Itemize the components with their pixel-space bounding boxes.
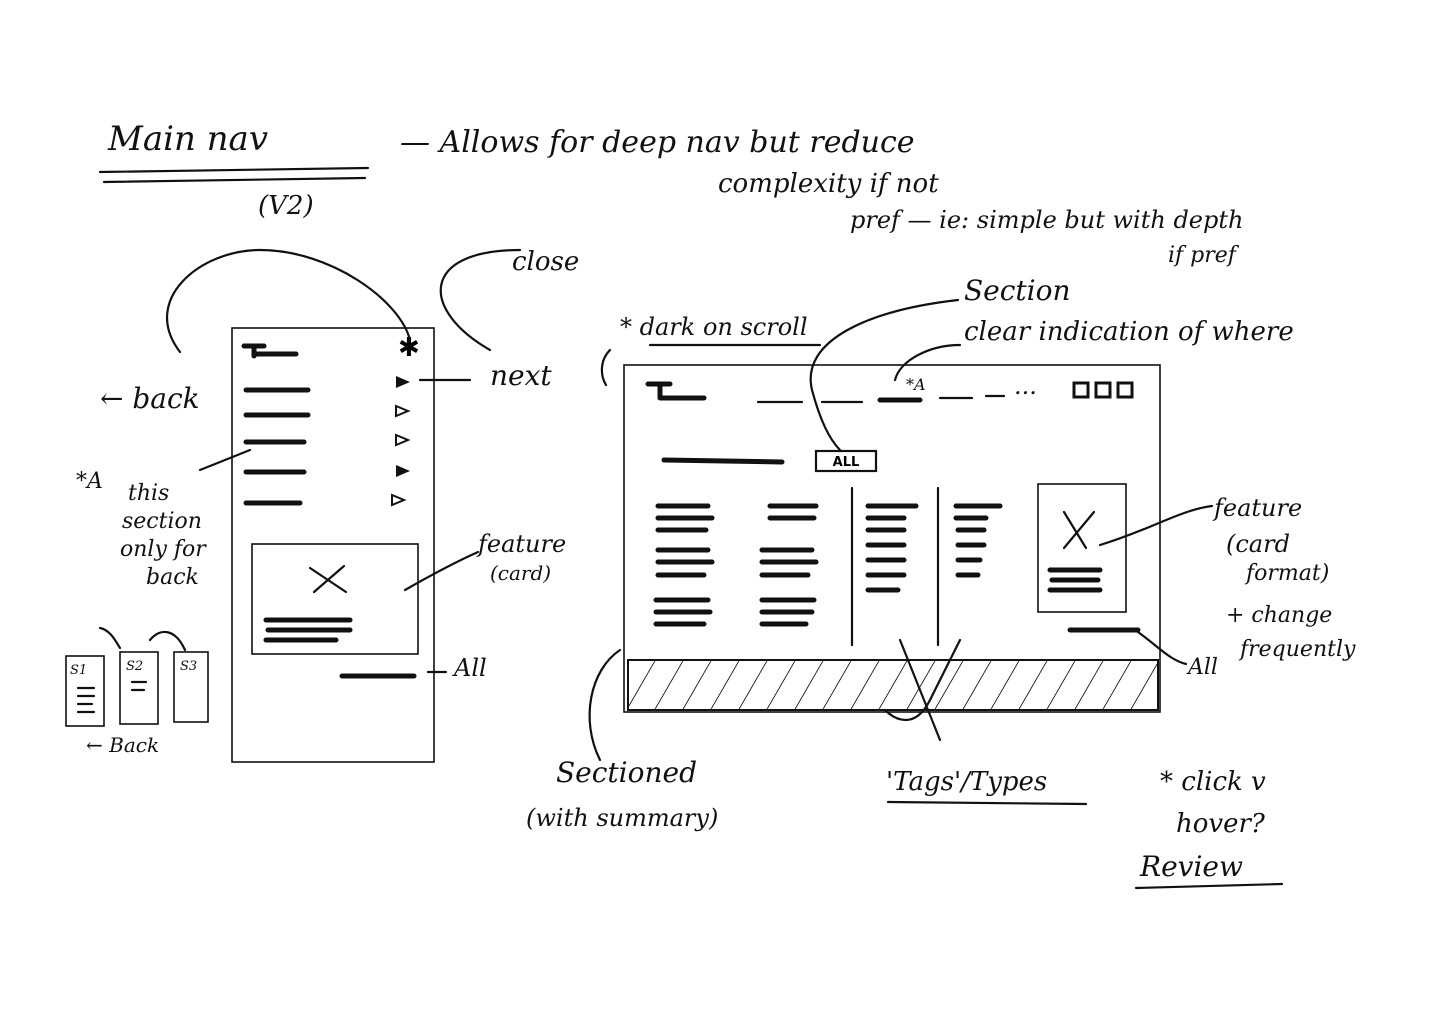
review-note-2: hover? bbox=[1176, 809, 1266, 839]
desktop-feature-label-5: frequently bbox=[1238, 637, 1356, 662]
all-button-label: ALL bbox=[833, 455, 860, 470]
title-underline-2 bbox=[102, 176, 367, 184]
sub-back-label: ← Back bbox=[86, 733, 159, 757]
note-line-1: this bbox=[128, 481, 169, 506]
dark-on-scroll-note: * dark on scroll bbox=[620, 313, 808, 341]
next-label: next bbox=[490, 359, 552, 392]
sectioned-label-1: Sectioned bbox=[556, 756, 697, 789]
tags-label: 'Tags'/Types bbox=[886, 767, 1047, 797]
close-pointer bbox=[439, 248, 522, 352]
feature-pointer bbox=[403, 550, 480, 592]
sub-screen-s1: S1 bbox=[70, 663, 87, 678]
desktop-feature-label-3: format) bbox=[1244, 561, 1329, 586]
feature-card bbox=[251, 543, 419, 655]
bracket-mark bbox=[600, 348, 612, 387]
desktop-all-label: All bbox=[1186, 655, 1218, 680]
desktop-feature-pointer bbox=[1098, 504, 1214, 547]
sectioned-pointer bbox=[588, 648, 622, 762]
top-nav-items bbox=[756, 394, 1006, 404]
sub-screens: S1 S2 S3 ← Back bbox=[65, 626, 209, 757]
sketch-title: Main nav bbox=[107, 119, 268, 159]
desktop-marker: *A bbox=[906, 375, 926, 394]
desktop-feature-label-2: (card bbox=[1226, 530, 1290, 558]
nav-more-dots: ... bbox=[1014, 372, 1037, 400]
sub-screen-s3: S3 bbox=[180, 659, 197, 674]
section-heading-mark bbox=[661, 457, 785, 465]
note-pointer bbox=[198, 448, 252, 472]
description-line-2: complexity if not bbox=[718, 169, 939, 199]
desktop-feature-label-1: feature bbox=[1212, 494, 1302, 522]
note-marker: *A bbox=[76, 469, 103, 494]
title-underline bbox=[98, 166, 370, 174]
section-description: clear indication of where bbox=[964, 317, 1294, 347]
review-note-3: Review bbox=[1139, 850, 1243, 883]
back-label: ← back bbox=[100, 382, 200, 415]
desktop-logo-mark bbox=[645, 381, 707, 401]
sectioned-label-2: (with summary) bbox=[526, 804, 718, 832]
version-label: (V2) bbox=[258, 191, 314, 221]
sub-screen-s2: S2 bbox=[126, 659, 143, 674]
tags-pointer bbox=[883, 638, 962, 742]
section-pointer bbox=[809, 298, 960, 452]
description-line-1: — Allows for deep nav but reduce bbox=[400, 125, 915, 160]
all-button[interactable] bbox=[814, 449, 878, 473]
description-line-3: pref — ie: simple but with depth bbox=[850, 206, 1243, 234]
note-line-4: back bbox=[146, 565, 199, 590]
utility-icons bbox=[1072, 381, 1134, 399]
section-label: Section bbox=[964, 274, 1071, 307]
desktop-feature-label-4: + change bbox=[1226, 603, 1332, 628]
review-note-1: * click v bbox=[1160, 767, 1266, 797]
desktop-feature-card bbox=[1037, 483, 1127, 613]
close-icon: ✱ bbox=[398, 333, 420, 363]
next-arrow-icons bbox=[391, 376, 411, 507]
feature-label-1: feature bbox=[476, 530, 566, 558]
menu-list bbox=[243, 387, 311, 506]
desktop-wireframe: ... ALL bbox=[623, 364, 1161, 713]
description-line-4: if pref bbox=[1168, 243, 1240, 268]
desktop-all-pointer bbox=[1136, 630, 1188, 666]
content-columns bbox=[653, 486, 1003, 647]
section-pointer-2 bbox=[893, 343, 962, 382]
tags-underline bbox=[886, 800, 1088, 806]
logo-mark bbox=[241, 343, 299, 359]
mobile-all-label: All bbox=[452, 654, 487, 682]
note-line-3: only for bbox=[120, 537, 207, 562]
mobile-wireframe: ✱ bbox=[231, 327, 435, 763]
review-underline bbox=[1134, 882, 1284, 890]
sectioned-footer-band bbox=[627, 659, 1159, 711]
feature-label-2: (card) bbox=[490, 561, 551, 585]
close-label: close bbox=[512, 247, 579, 277]
back-arc bbox=[166, 248, 412, 354]
note-line-2: section bbox=[122, 509, 202, 534]
